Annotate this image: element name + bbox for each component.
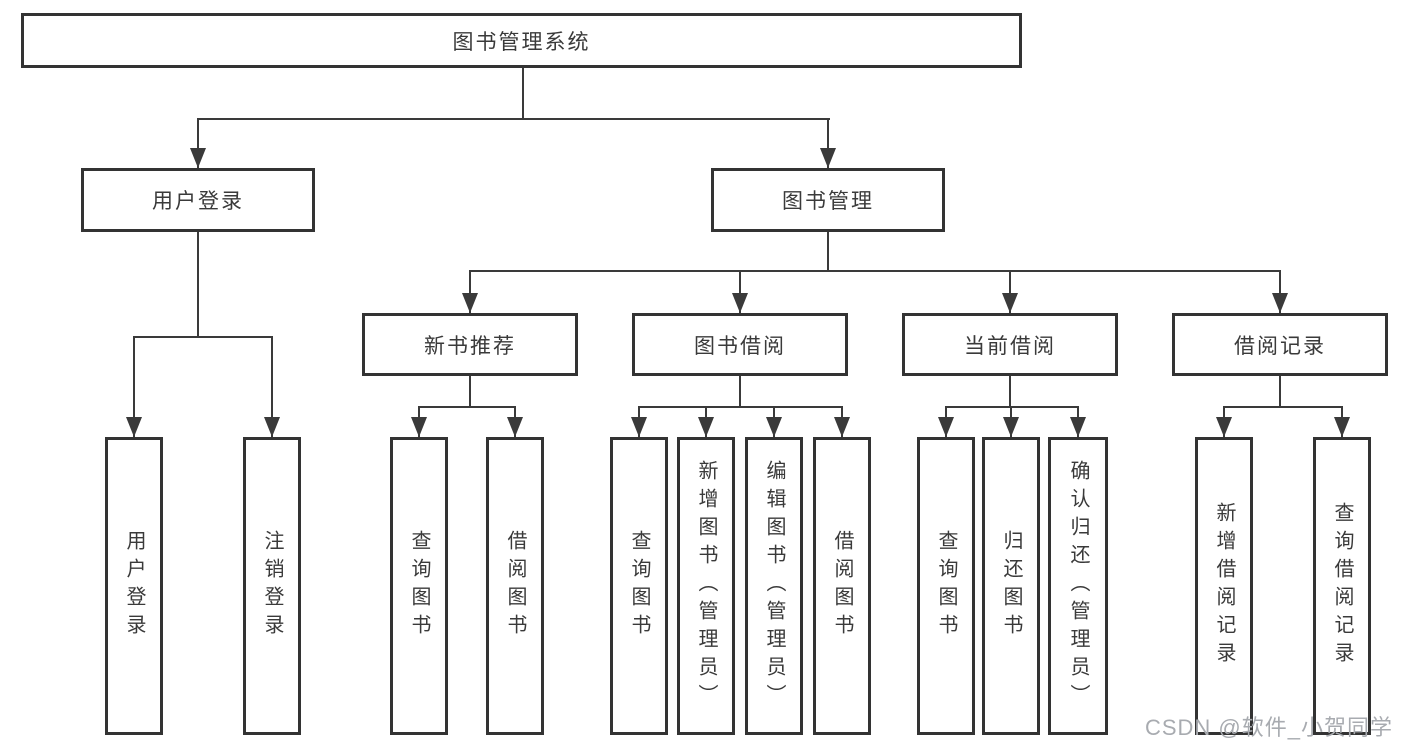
connector-line	[1009, 376, 1011, 408]
arrow-down-icon	[1272, 293, 1288, 313]
connector-line	[469, 270, 1281, 272]
leaf-borrow-books-borrowing: 借阅图书	[813, 437, 871, 735]
connector-line	[469, 270, 471, 313]
leaf-query-books-recommend: 查询图书	[390, 437, 448, 735]
leaf-borrow-books-recommend: 借阅图书	[486, 437, 544, 735]
leaf-logout-label: 注销登录	[261, 530, 283, 642]
connector-line	[739, 270, 741, 313]
leaf-return-book-label: 归还图书	[1000, 530, 1022, 642]
arrow-down-icon	[698, 417, 714, 437]
connector-line	[133, 336, 273, 338]
connector-line	[1009, 270, 1011, 313]
leaf-confirm-return-admin-label: 确认归还（管理员）	[1067, 460, 1089, 712]
leaf-add-borrow-record: 新增借阅记录	[1195, 437, 1253, 735]
arrow-down-icon	[1334, 417, 1350, 437]
connector-line	[271, 336, 273, 437]
leaf-borrow-books-borrowing-label: 借阅图书	[831, 530, 853, 642]
arrow-down-icon	[766, 417, 782, 437]
leaf-user-login-label: 用户登录	[123, 530, 145, 642]
connector-line	[197, 118, 199, 168]
arrow-down-icon	[1216, 417, 1232, 437]
connector-line	[1279, 270, 1281, 313]
connector-line	[1223, 406, 1343, 408]
node-current-borrowing-label: 当前借阅	[964, 334, 1056, 358]
connector-line	[827, 118, 829, 168]
leaf-add-book-admin-label: 新增图书（管理员）	[695, 460, 717, 712]
connector-line	[827, 232, 829, 272]
node-book-borrowing-label: 图书借阅	[694, 334, 786, 358]
leaf-logout: 注销登录	[243, 437, 301, 735]
arrow-down-icon	[938, 417, 954, 437]
connector-line	[469, 376, 471, 408]
arrow-down-icon	[126, 417, 142, 437]
arrow-down-icon	[411, 417, 427, 437]
node-borrowing-records: 借阅记录	[1172, 313, 1388, 376]
node-user-login-label: 用户登录	[152, 190, 244, 213]
arrow-down-icon	[1003, 417, 1019, 437]
arrow-down-icon	[264, 417, 280, 437]
node-book-borrowing: 图书借阅	[632, 313, 848, 376]
connector-line	[418, 406, 516, 408]
node-new-book-recommend-label: 新书推荐	[424, 334, 516, 358]
leaf-add-book-admin: 新增图书（管理员）	[677, 437, 735, 735]
connector-line	[638, 406, 843, 408]
node-book-management-label: 图书管理	[782, 190, 874, 213]
arrow-down-icon	[732, 293, 748, 313]
connector-line	[739, 376, 741, 408]
arrow-down-icon	[1002, 293, 1018, 313]
connector-line	[945, 406, 1079, 408]
node-borrowing-records-label: 借阅记录	[1234, 334, 1326, 358]
connector-line	[133, 336, 135, 437]
arrow-down-icon	[820, 148, 836, 168]
leaf-query-books-recommend-label: 查询图书	[408, 530, 430, 642]
leaf-query-borrow-record-label: 查询借阅记录	[1331, 502, 1353, 670]
connector-line	[522, 68, 524, 120]
leaf-return-book: 归还图书	[982, 437, 1040, 735]
leaf-edit-book-admin: 编辑图书（管理员）	[745, 437, 803, 735]
csdn-watermark: CSDN @软件_小贺同学	[1144, 715, 1393, 740]
node-user-login: 用户登录	[81, 168, 315, 232]
leaf-query-books-current: 查询图书	[917, 437, 975, 735]
leaf-borrow-books-recommend-label: 借阅图书	[504, 530, 526, 642]
leaf-confirm-return-admin: 确认归还（管理员）	[1048, 437, 1108, 735]
connector-line	[197, 118, 830, 120]
leaf-query-books-current-label: 查询图书	[935, 530, 957, 642]
node-root-label: 图书管理系统	[452, 30, 591, 54]
node-book-management: 图书管理	[711, 168, 945, 232]
leaf-query-books-borrowing: 查询图书	[610, 437, 668, 735]
node-current-borrowing: 当前借阅	[902, 313, 1118, 376]
node-root: 图书管理系统	[21, 13, 1022, 68]
arrow-down-icon	[834, 417, 850, 437]
node-new-book-recommend: 新书推荐	[362, 313, 578, 376]
leaf-user-login: 用户登录	[105, 437, 163, 735]
leaf-edit-book-admin-label: 编辑图书（管理员）	[763, 460, 785, 712]
arrow-down-icon	[190, 148, 206, 168]
leaf-add-borrow-record-label: 新增借阅记录	[1213, 502, 1235, 670]
leaf-query-books-borrowing-label: 查询图书	[628, 530, 650, 642]
arrow-down-icon	[1070, 417, 1086, 437]
arrow-down-icon	[631, 417, 647, 437]
connector-line	[1279, 376, 1281, 408]
arrow-down-icon	[507, 417, 523, 437]
arrow-down-icon	[462, 293, 478, 313]
leaf-query-borrow-record: 查询借阅记录	[1313, 437, 1371, 735]
connector-line	[197, 232, 199, 338]
